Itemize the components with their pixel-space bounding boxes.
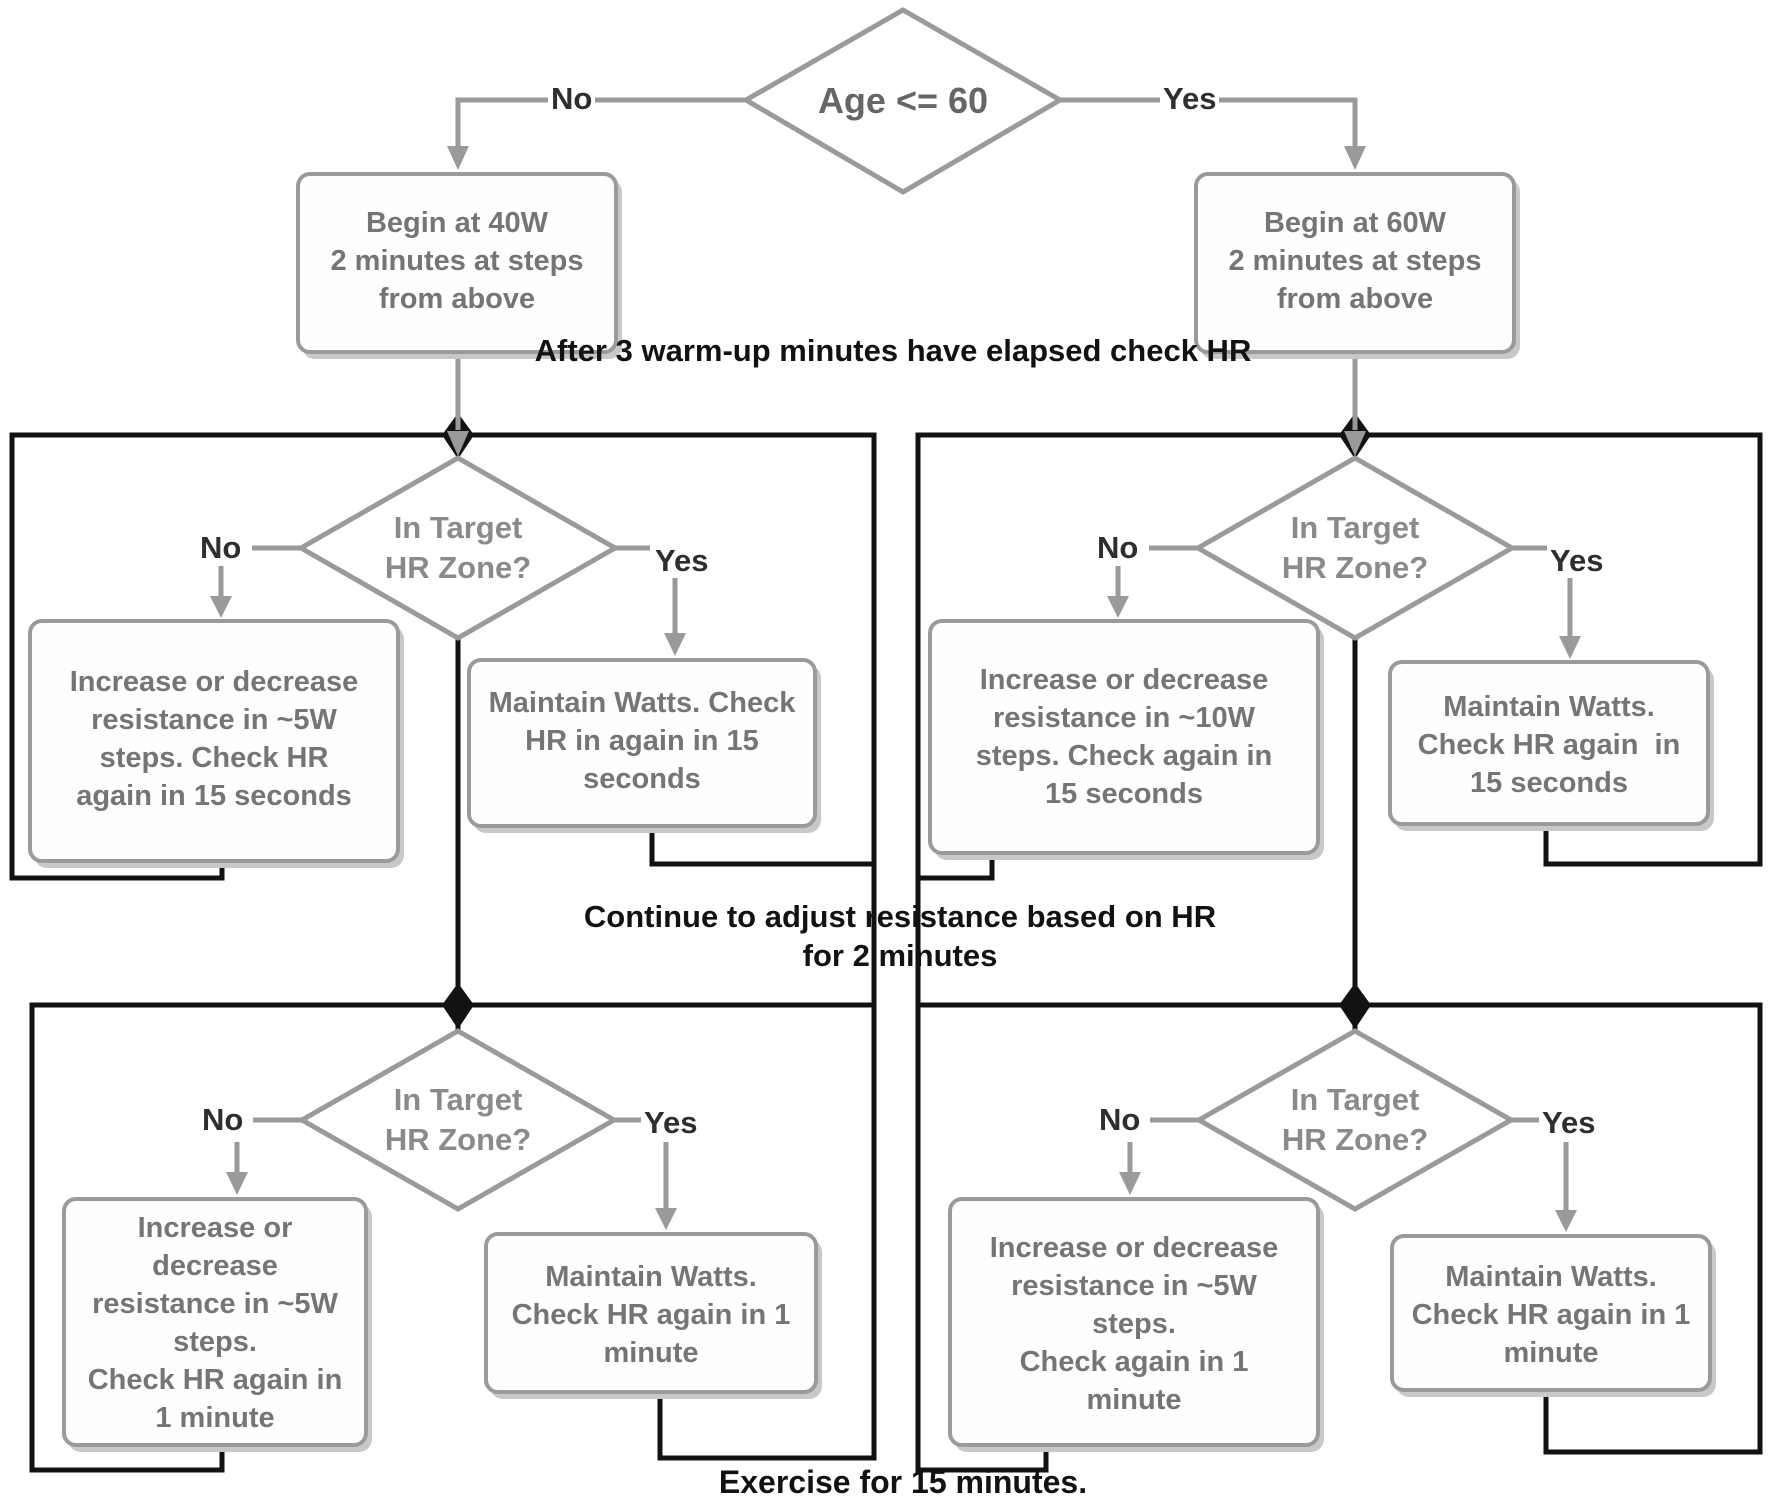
warmup-right-no-label: No	[1094, 530, 1142, 565]
warmup-right-yes-arrowhead-icon	[1559, 636, 1581, 659]
root-no-arrowhead-icon	[447, 146, 469, 170]
warmup-left-yes-label: Yes	[652, 543, 712, 578]
main-left-decision-diamond	[296, 1028, 620, 1212]
main-right-no-label: No	[1096, 1102, 1144, 1137]
root-no-label: No	[548, 81, 596, 116]
root-yes-line	[1060, 97, 1358, 146]
begin-40w-box: Begin at 40W 2 minutes at steps from abo…	[296, 172, 618, 354]
warmup-left-decision-diamond	[295, 455, 621, 641]
main-left-no-label: No	[199, 1102, 247, 1137]
warmup-right-no-arrowhead-icon	[1107, 596, 1129, 618]
main-left-yes-action-box: Maintain Watts. Check HR again in 1 minu…	[484, 1232, 818, 1394]
warmup-left-no-arrowhead-icon	[210, 596, 232, 618]
warmup-right-no-action-box: Increase or decrease resistance in ~10W …	[928, 619, 1320, 855]
exercise-caption: Exercise for 15 minutes.	[718, 1464, 1088, 1500]
age-decision-diamond	[741, 7, 1065, 195]
main-right-entry-marker	[1339, 983, 1371, 1029]
main-right-decision-label: In Target HR Zone?	[1281, 1082, 1429, 1157]
left-start-arrowhead-icon	[447, 431, 469, 456]
root-yes-arrowhead-icon	[1344, 146, 1366, 170]
right-start-arrowhead-icon	[1344, 431, 1366, 456]
main-right-no-arrowhead-icon	[1119, 1172, 1141, 1195]
main-left-entry-marker	[442, 983, 474, 1029]
main-right-yes-arrowhead-icon	[1555, 1210, 1577, 1232]
main-left-yes-arrowhead-icon	[655, 1208, 677, 1230]
main-right-yes-action-box: Maintain Watts. Check HR again in 1 minu…	[1390, 1234, 1712, 1392]
age-decision-label: Age <= 60	[817, 80, 989, 121]
main-right-decision-diamond	[1193, 1028, 1517, 1212]
warmup-right-decision-diamond	[1192, 455, 1518, 641]
warmup-right-yes-label: Yes	[1547, 543, 1607, 578]
warmup-left-yes-arrowhead-icon	[664, 633, 686, 656]
main-left-no-arrowhead-icon	[226, 1172, 248, 1195]
warmup-right-yes-action-box: Maintain Watts. Check HR again in 15 sec…	[1388, 660, 1710, 826]
main-right-yes-label: Yes	[1539, 1105, 1599, 1140]
warmup-caption: After 3 warm-up minutes have elapsed che…	[534, 333, 1252, 368]
root-yes-label: Yes	[1160, 81, 1220, 116]
main-left-no-action-box: Increase or decrease resistance in ~5W s…	[62, 1197, 368, 1447]
gray-connectors	[210, 97, 1581, 1232]
warmup-left-decision-label: In Target HR Zone?	[384, 510, 532, 585]
warmup-left-no-label: No	[197, 530, 245, 565]
begin-60w-box: Begin at 60W 2 minutes at steps from abo…	[1194, 172, 1516, 354]
main-left-yes-label: Yes	[641, 1105, 701, 1140]
root-no-line	[455, 97, 746, 146]
main-right-no-action-box: Increase or decrease resistance in ~5W s…	[948, 1197, 1320, 1447]
warmup-right-decision-label: In Target HR Zone?	[1281, 510, 1429, 585]
decision-diamonds	[295, 7, 1518, 1212]
warmup-left-no-action-box: Increase or decrease resistance in ~5W s…	[28, 619, 400, 863]
main-left-decision-label: In Target HR Zone?	[384, 1082, 532, 1157]
adjust-caption: Continue to adjust resistance based on H…	[583, 899, 1217, 973]
warmup-left-yes-action-box: Maintain Watts. Check HR in again in 15 …	[467, 658, 817, 828]
